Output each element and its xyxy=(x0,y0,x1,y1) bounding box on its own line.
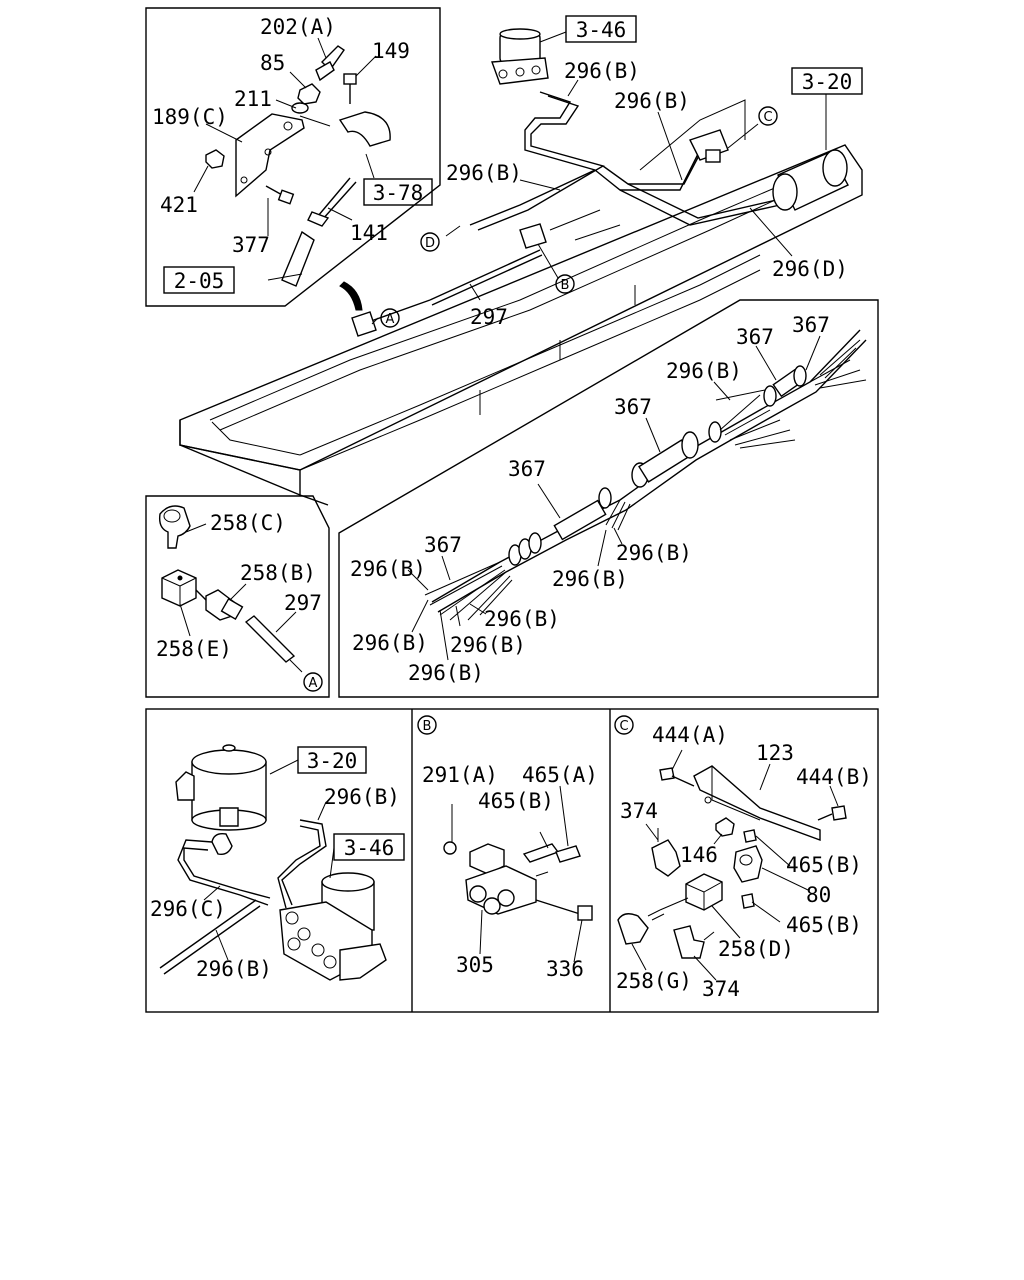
label-296b-7: 296(B) xyxy=(552,567,628,591)
label-141: 141 xyxy=(350,221,388,245)
label-296b-10: 296(B) xyxy=(450,633,526,657)
leader-lines xyxy=(179,31,839,981)
label-291a: 291(A) xyxy=(422,763,498,787)
callout-c-main: C xyxy=(763,110,772,125)
ref-box-3-78 xyxy=(363,178,433,206)
label-296b-13: 296(B) xyxy=(196,957,272,981)
label-296b-2: 296(B) xyxy=(614,89,690,113)
label-296d: 296(D) xyxy=(772,257,848,281)
ref-box-3-20-bottom xyxy=(297,746,367,774)
chassis-frame xyxy=(179,99,863,506)
callout-b-main: B xyxy=(561,278,570,293)
label-297-left: 297 xyxy=(284,591,322,615)
fittings-panel-c xyxy=(617,765,847,959)
ref-3-46-bottom: 3-46 xyxy=(344,836,395,860)
dryer-tank-panel xyxy=(159,744,387,981)
label-296b-6: 296(B) xyxy=(616,541,692,565)
label-85: 85 xyxy=(260,51,285,75)
label-211: 211 xyxy=(234,87,272,111)
label-367-5: 367 xyxy=(424,533,462,557)
label-296c: 296(C) xyxy=(150,897,226,921)
ref-box-2-05 xyxy=(163,266,235,294)
label-377: 377 xyxy=(232,233,270,257)
label-367-4: 367 xyxy=(508,457,546,481)
air-dryer-top xyxy=(491,28,549,85)
label-296b-3: 296(B) xyxy=(446,161,522,185)
label-258b: 258(B) xyxy=(240,561,316,585)
label-258c: 258(C) xyxy=(210,511,286,535)
label-296b-4: 296(B) xyxy=(666,359,742,383)
label-258d: 258(D) xyxy=(718,937,794,961)
part-labels: 202(A) 85 149 211 189(C) 421 377 141 296… xyxy=(150,15,872,1001)
label-258g: 258(G) xyxy=(616,969,692,993)
label-123: 123 xyxy=(756,741,794,765)
label-336: 336 xyxy=(546,957,584,981)
fittings-inset xyxy=(158,505,296,663)
ref-3-46-top: 3-46 xyxy=(576,18,627,42)
label-189c: 189(C) xyxy=(152,105,228,129)
valve-assembly-c xyxy=(689,129,729,163)
label-296b-9: 296(B) xyxy=(352,631,428,655)
label-367-3: 367 xyxy=(614,395,652,419)
pipe-harness xyxy=(424,329,867,621)
callout-circles: C D B A A B C xyxy=(303,106,778,735)
ref-box-3-46-bottom xyxy=(333,833,405,861)
callout-d-main: D xyxy=(425,236,435,251)
ref-box-3-46-top xyxy=(565,15,637,43)
callout-b-panel: B xyxy=(423,719,432,734)
inset-topleft-parts xyxy=(205,45,391,287)
label-297-top: 297 xyxy=(470,305,508,329)
label-296b-11: 296(B) xyxy=(408,661,484,685)
label-465b-2: 465(B) xyxy=(786,853,862,877)
label-465a: 465(A) xyxy=(522,763,598,787)
label-465b-3: 465(B) xyxy=(786,913,862,937)
ref-3-20-top: 3-20 xyxy=(802,70,853,94)
fitting-a xyxy=(339,281,377,337)
label-374-2: 374 xyxy=(702,977,740,1001)
label-149: 149 xyxy=(372,39,410,63)
air-tank xyxy=(772,149,849,211)
ref-box-3-20-top xyxy=(791,67,863,95)
label-374-1: 374 xyxy=(620,799,658,823)
label-202a: 202(A) xyxy=(260,15,336,39)
label-421: 421 xyxy=(160,193,198,217)
label-296b-5: 296(B) xyxy=(350,557,426,581)
callout-c-panel: C xyxy=(619,719,628,734)
label-444a: 444(A) xyxy=(652,723,728,747)
label-444b: 444(B) xyxy=(796,765,872,789)
label-296b-8: 296(B) xyxy=(484,607,560,631)
valve-bracket-panel xyxy=(443,785,593,921)
ref-2-05: 2-05 xyxy=(174,269,225,293)
ref-3-20-bottom: 3-20 xyxy=(307,749,358,773)
callout-a-inset: A xyxy=(309,676,318,691)
label-258e: 258(E) xyxy=(156,637,232,661)
valve-assembly-b xyxy=(519,223,547,249)
label-296b-1: 296(B) xyxy=(564,59,640,83)
label-146: 146 xyxy=(680,843,718,867)
label-465b-1: 465(B) xyxy=(478,789,554,813)
panel-frames xyxy=(145,7,879,1013)
label-367-1: 367 xyxy=(736,325,774,349)
chassis-pipes xyxy=(359,91,786,326)
label-80: 80 xyxy=(806,883,831,907)
reference-boxes: 3-46 3-20 3-78 2-05 3-20 3-46 xyxy=(163,15,863,861)
ref-3-78: 3-78 xyxy=(373,181,424,205)
label-367-2: 367 xyxy=(792,313,830,337)
label-305: 305 xyxy=(456,953,494,977)
label-296b-12: 296(B) xyxy=(324,785,400,809)
callout-a-main: A xyxy=(386,312,395,327)
